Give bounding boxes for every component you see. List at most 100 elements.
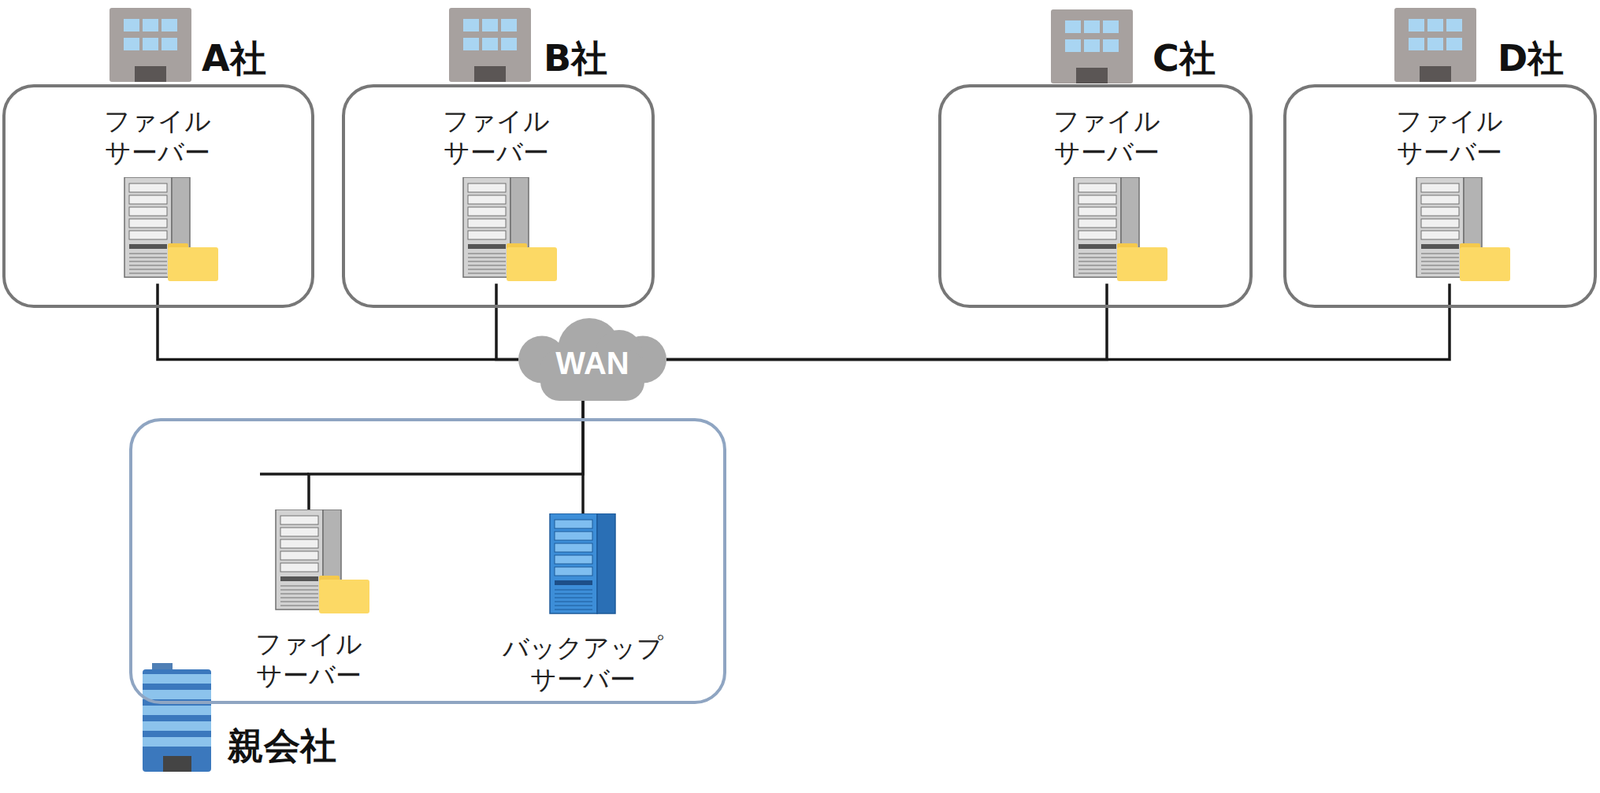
- company-box: A社ファイル サーバー: [2, 84, 315, 309]
- drive-bay: [1421, 183, 1459, 193]
- network-label: WAN: [555, 345, 629, 381]
- building-icon: [1394, 7, 1477, 82]
- vent-line: [1078, 261, 1117, 263]
- vent-line: [1078, 253, 1117, 255]
- vent-line: [1421, 265, 1459, 267]
- vent-line: [129, 273, 168, 275]
- network-link: [666, 283, 1450, 360]
- server-front: [463, 177, 511, 278]
- folder-icon: [167, 247, 219, 282]
- vent-line: [129, 261, 168, 263]
- vent-line: [280, 590, 319, 591]
- wan-cloud: WAN: [518, 318, 667, 401]
- drive-bay: [554, 531, 593, 541]
- drive-bay: [1078, 207, 1117, 216]
- folder-icon: [1459, 247, 1511, 282]
- company-name: A社: [201, 37, 267, 81]
- server-front: [1073, 177, 1122, 278]
- file-server: ファイル サーバー: [1386, 105, 1513, 284]
- vent-line: [1421, 257, 1459, 259]
- server-front: [1416, 177, 1464, 278]
- company-box: D社ファイル サーバー: [1283, 84, 1597, 309]
- drive-bay: [280, 516, 319, 525]
- drive-bay: [554, 555, 593, 565]
- server-panel: [554, 580, 593, 586]
- drive-bay: [129, 195, 168, 205]
- vent-line: [280, 593, 319, 595]
- company-name: 親会社: [227, 724, 337, 769]
- vent-line: [1078, 265, 1117, 267]
- drive-bay: [1078, 219, 1117, 228]
- building-door: [163, 756, 192, 773]
- file-server: ファイル サーバー: [1043, 105, 1170, 284]
- vent-line: [554, 593, 593, 595]
- drive-bay: [129, 230, 168, 240]
- drive-bay: [467, 207, 506, 216]
- drive-bay: [467, 219, 506, 228]
- building-icon: [109, 7, 192, 82]
- vent-line: [280, 597, 319, 599]
- server-icon: [94, 177, 221, 284]
- server-label: バックアップ サーバー: [502, 632, 664, 695]
- drive-bay: [467, 183, 506, 193]
- building-stripe: [142, 737, 212, 747]
- vent-line: [129, 257, 168, 259]
- vent-line: [1078, 269, 1117, 271]
- server-front: [124, 177, 172, 278]
- company-name: C社: [1152, 37, 1216, 81]
- vent-line: [467, 265, 506, 267]
- vent-line: [129, 269, 168, 271]
- drive-bay: [1078, 195, 1117, 205]
- server-label: ファイル サーバー: [1053, 105, 1161, 168]
- vent-line: [554, 590, 593, 591]
- drive-bay: [467, 195, 506, 205]
- server-side: [597, 513, 616, 614]
- parent-company-box: 親会社ファイル サーバーバックアップ サーバー: [129, 418, 727, 705]
- vent-line: [554, 601, 593, 603]
- server-icon: [519, 513, 646, 620]
- drive-bay: [1421, 195, 1459, 205]
- drive-bay: [280, 563, 319, 572]
- server-label: ファイル サーバー: [103, 105, 212, 168]
- drive-bay: [467, 230, 506, 240]
- parent-building-icon: [142, 663, 212, 773]
- file-server: ファイル サーバー: [245, 509, 372, 691]
- building-stripe: [142, 674, 212, 684]
- network-link: [308, 400, 583, 510]
- company-name: B社: [543, 37, 608, 81]
- server-label: ファイル サーバー: [255, 628, 363, 691]
- drive-bay: [554, 567, 593, 576]
- server-front: [549, 513, 598, 614]
- vent-line: [129, 253, 168, 255]
- server-icon: [1386, 177, 1513, 284]
- server-panel: [280, 576, 319, 582]
- folder-icon: [319, 579, 370, 614]
- company-name: D社: [1497, 37, 1564, 81]
- drive-bay: [1078, 230, 1117, 240]
- drive-bay: [554, 543, 593, 553]
- server-panel: [467, 244, 506, 249]
- drive-bay: [554, 519, 593, 529]
- server-icon: [245, 509, 372, 617]
- lan-bus-stub: [259, 472, 309, 476]
- folder-icon: [1117, 247, 1168, 282]
- company-box: B社ファイル サーバー: [341, 84, 655, 309]
- building-body: [142, 669, 212, 773]
- vent-line: [1421, 253, 1459, 255]
- drive-bay: [280, 527, 319, 537]
- building-stripe: [142, 690, 212, 700]
- server-icon: [433, 177, 560, 284]
- server-panel: [129, 244, 168, 249]
- vent-line: [467, 253, 506, 255]
- drive-bay: [129, 219, 168, 228]
- vent-line: [467, 257, 506, 259]
- drive-bay: [1421, 219, 1459, 228]
- vent-line: [1421, 273, 1459, 275]
- drive-bay: [129, 207, 168, 216]
- vent-line: [1078, 257, 1117, 259]
- network-link: [157, 283, 519, 360]
- server-icon: [1043, 177, 1170, 284]
